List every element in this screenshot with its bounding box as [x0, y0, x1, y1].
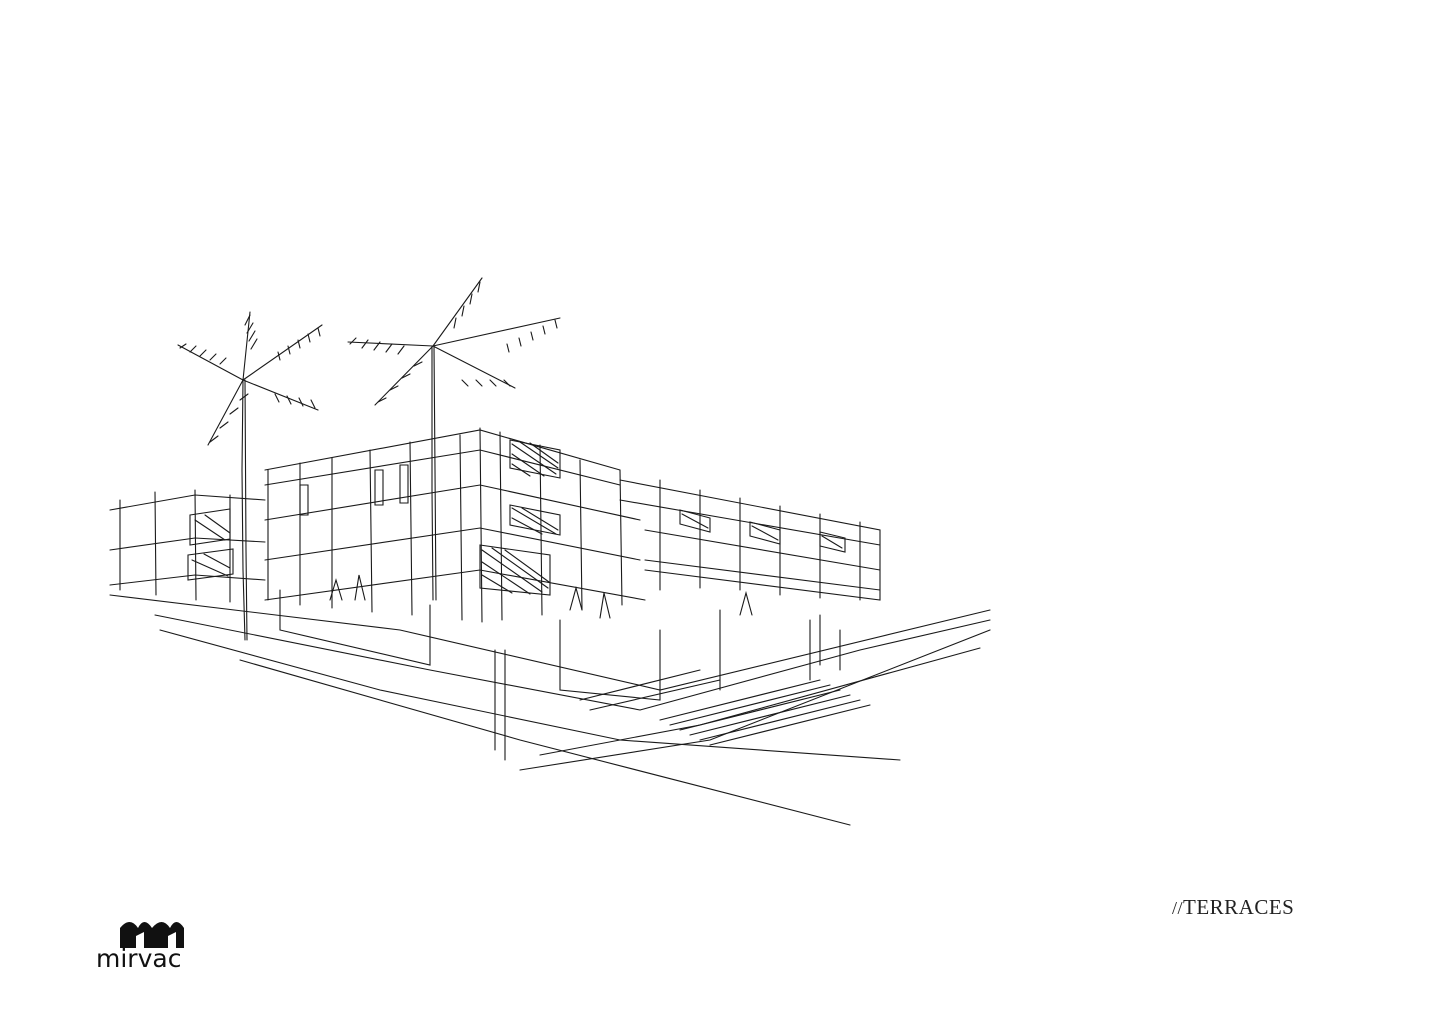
- mirvac-logo-mark: [120, 922, 184, 948]
- street-ground: [109, 574, 991, 826]
- mirvac-wordmark: mirvac: [96, 944, 182, 973]
- mirvac-logo: mirvac: [94, 918, 194, 974]
- caption-slashes: //: [1172, 898, 1184, 918]
- caption-title: TERRACES: [1183, 895, 1295, 919]
- terrace-building: [109, 427, 881, 623]
- palm-tree-right: [347, 277, 561, 601]
- architectural-sketch: [100, 270, 1000, 840]
- section-caption: //TERRACES: [1172, 895, 1294, 920]
- palm-tree-left: [177, 311, 323, 641]
